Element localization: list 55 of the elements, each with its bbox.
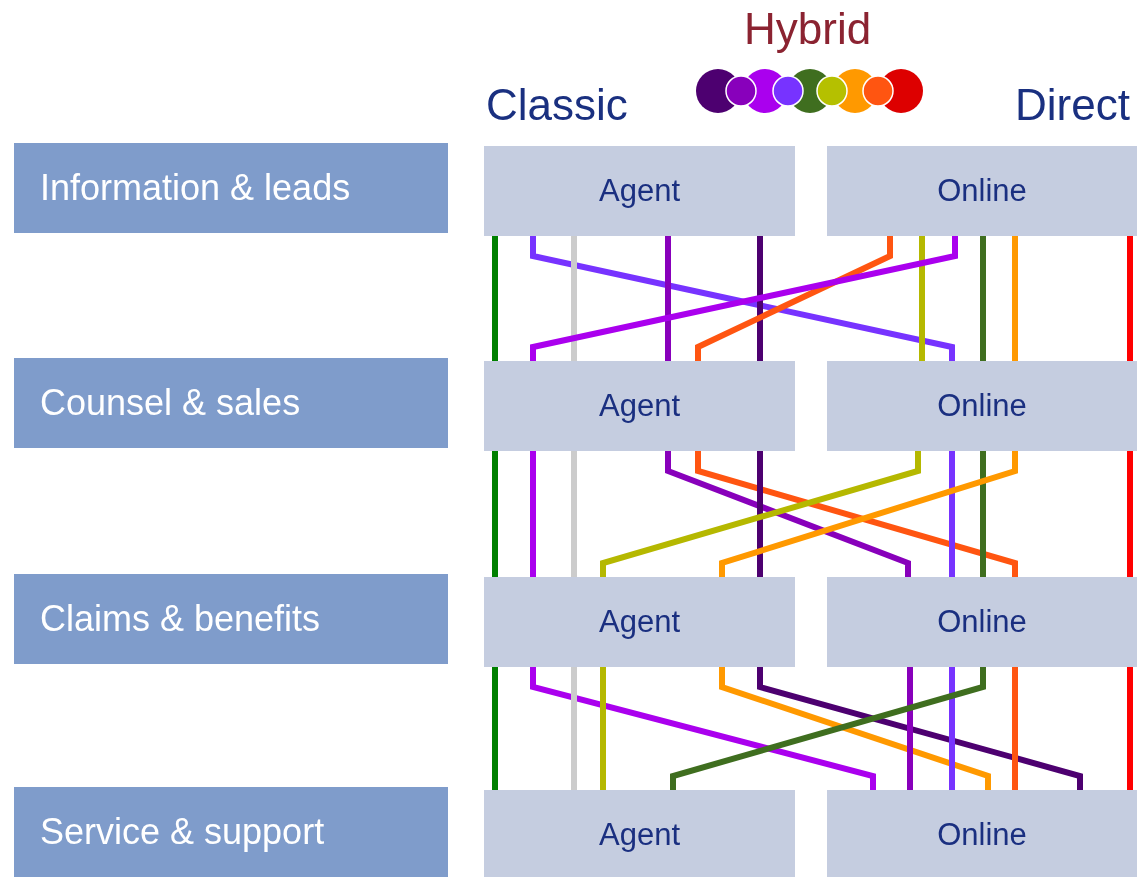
connector-line	[980, 451, 986, 577]
channel-box	[827, 361, 1137, 451]
connector-line	[492, 451, 498, 577]
connector-line	[530, 451, 536, 577]
connector-line	[571, 236, 577, 361]
connector-line	[1012, 236, 1018, 361]
connector-line	[949, 667, 955, 790]
channel-label: Online	[937, 817, 1027, 853]
channel-box	[484, 577, 795, 667]
column-heading: Direct	[1015, 80, 1130, 130]
channel-label: Online	[937, 604, 1027, 640]
group-heading: Hybrid	[744, 4, 872, 54]
connector-line	[1012, 667, 1018, 790]
connector-line	[665, 236, 671, 361]
channel-label: Online	[937, 173, 1027, 209]
connector-line	[695, 236, 893, 361]
stage-banner	[14, 358, 448, 448]
connector-line	[757, 667, 1083, 790]
channel-box	[827, 146, 1137, 236]
connector-line	[907, 667, 913, 790]
connector-line	[919, 236, 925, 361]
channel-box	[484, 146, 795, 236]
stage-title: Information & leads	[40, 167, 351, 209]
connector-line	[670, 667, 986, 790]
channel-label: Agent	[599, 388, 680, 424]
channel-label: Agent	[599, 604, 680, 640]
channel-label: Agent	[599, 173, 680, 209]
channel-label: Agent	[599, 817, 680, 853]
stage-title: Service & support	[40, 811, 325, 853]
channel-box	[484, 361, 795, 451]
channel-box	[484, 790, 795, 877]
stage-title: Counsel & sales	[40, 382, 301, 424]
connector-line	[530, 667, 876, 790]
connector-line	[600, 667, 606, 790]
connector-line	[600, 451, 921, 577]
connector-line	[665, 451, 911, 577]
connector-line	[571, 667, 577, 790]
channel-label: Online	[937, 388, 1027, 424]
stage-banner	[14, 143, 448, 233]
connector-line	[1127, 667, 1133, 790]
stage-banner	[14, 787, 448, 877]
connector-line	[1127, 236, 1133, 361]
channel-box	[827, 790, 1137, 877]
channel-box	[827, 577, 1137, 667]
connector-line	[492, 236, 498, 361]
stage-banner	[14, 574, 448, 664]
connector-line	[757, 236, 763, 361]
connector-line	[719, 667, 991, 790]
connector-line	[571, 451, 577, 577]
connector-line	[1127, 451, 1133, 577]
connector-line	[492, 667, 498, 790]
connector-line	[980, 236, 986, 361]
connector-line	[757, 451, 763, 577]
column-heading: Classic	[486, 80, 628, 130]
stage-title: Claims & benefits	[40, 598, 321, 640]
